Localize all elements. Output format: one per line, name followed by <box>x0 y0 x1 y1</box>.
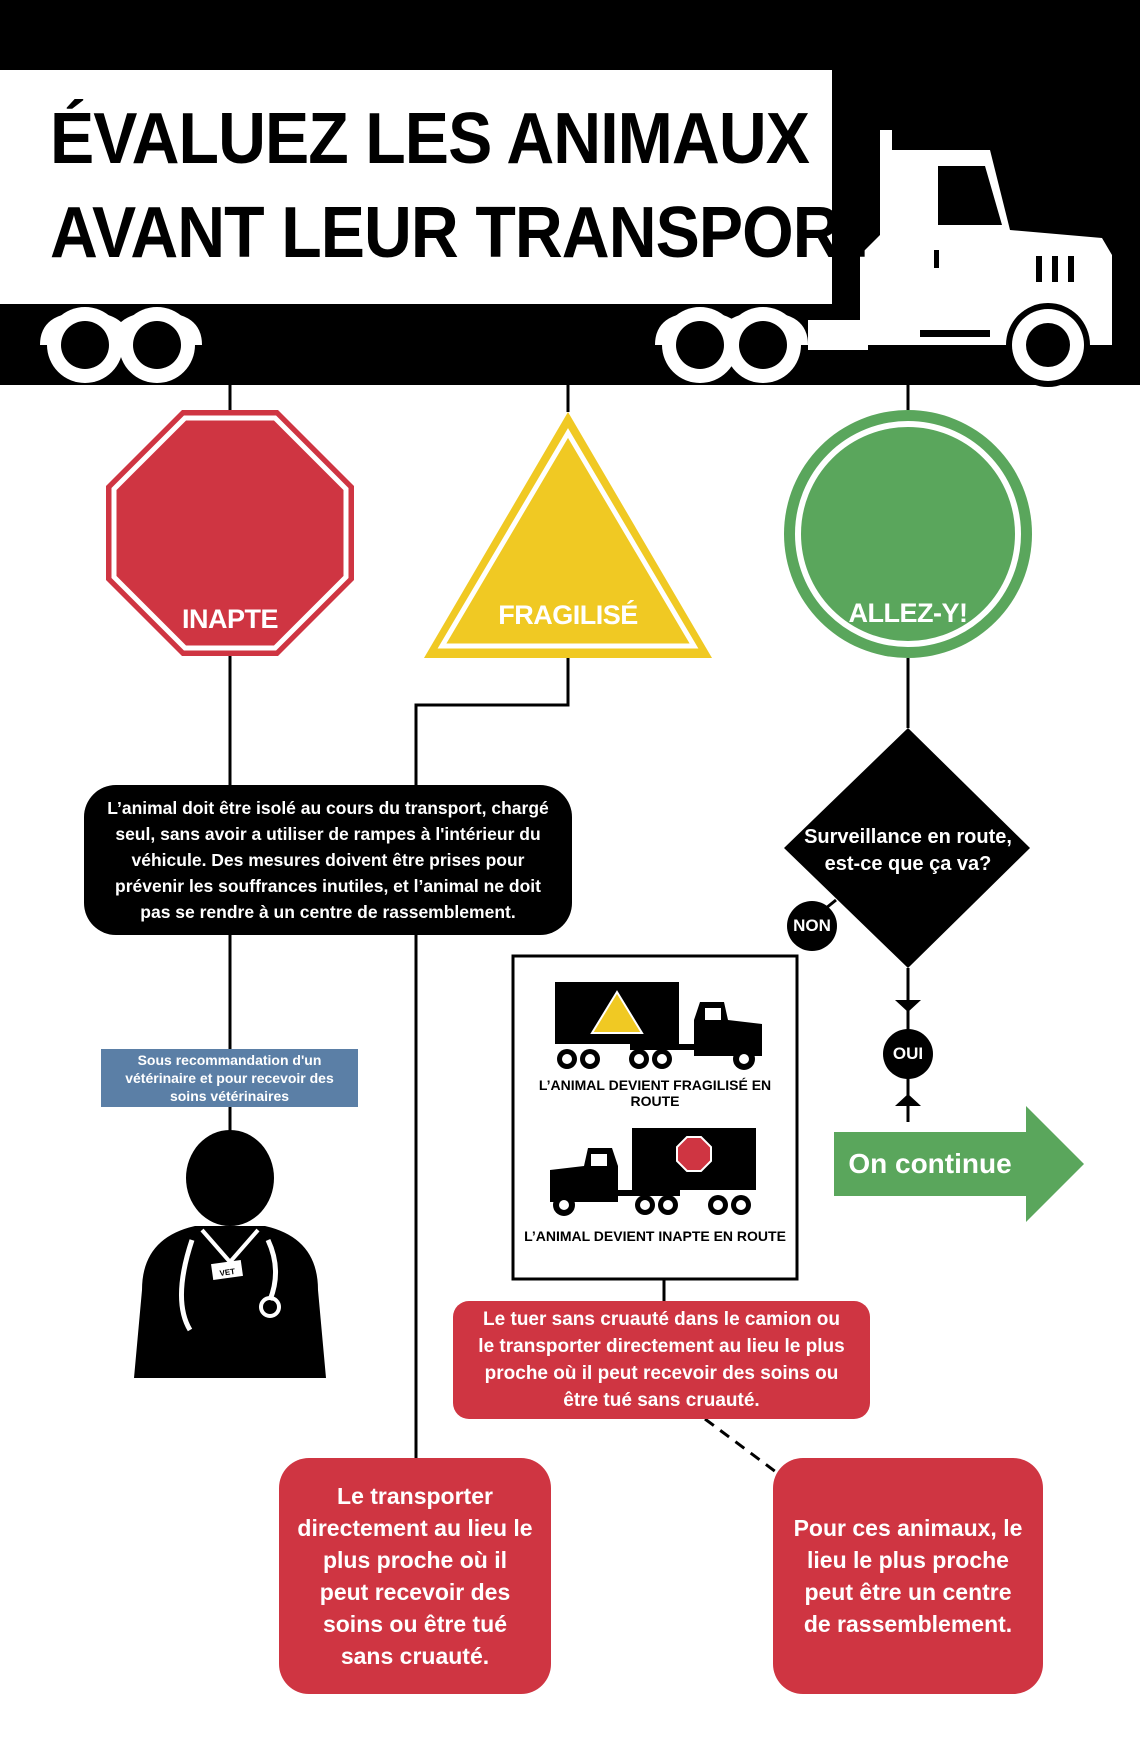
assembly-centre-box: Pour ces animaux, le lieu le plus proche… <box>773 1458 1043 1694</box>
trailer-wheels-left <box>40 307 202 383</box>
continue-label: On continue <box>848 1148 1012 1179</box>
caption-fragile-en-route: L’ANIMAL DEVIENT FRAGILISÉ EN ROUTE <box>538 1077 772 1109</box>
go-circle <box>784 410 1032 658</box>
oui-arrow-bottom <box>895 1094 921 1106</box>
go-sign-label: ALLEZ-Y! <box>848 598 968 628</box>
non-label: NON <box>793 916 831 935</box>
transport-directly-box: Le transporter directement au lieu le pl… <box>279 1458 551 1694</box>
title-line-1: ÉVALUEZ LES ANIMAUX <box>50 99 810 179</box>
stop-sign-label: INAPTE <box>181 604 279 634</box>
veterinarian-icon <box>134 1130 326 1378</box>
oui-label: OUI <box>892 1044 924 1063</box>
isolation-instructions: L’animal doit être isolé au cours du tra… <box>84 785 572 935</box>
non-circle <box>787 901 837 951</box>
vet-badge-text: VET <box>219 1267 236 1278</box>
stop-sign <box>106 410 354 656</box>
warning-sign-label: FRAGILISÉ <box>498 600 638 630</box>
unfit-truck-icon <box>550 1128 756 1216</box>
trailer-wheels-right <box>655 307 808 383</box>
title-line-2: AVANT LEUR TRANSPORT <box>50 193 880 273</box>
decision-question: Surveillance en route, est-ce que ça va? <box>804 826 1012 875</box>
page-title: ÉVALUEZ LES ANIMAUX AVANT LEUR TRANSPORT <box>0 70 880 304</box>
vet-recommendation-note: Sous recommandation d'un vétérinaire et … <box>101 1049 358 1107</box>
oui-arrow-top <box>895 1000 921 1012</box>
oui-circle <box>883 1029 933 1079</box>
fragile-truck-icon <box>555 982 762 1070</box>
truck-cab-icon <box>808 130 1112 387</box>
warning-triangle <box>424 412 712 658</box>
continue-arrow <box>834 1106 1084 1222</box>
decision-diamond <box>784 728 1030 968</box>
caption-unfit-en-route: L’ANIMAL DEVIENT INAPTE EN ROUTE <box>524 1228 786 1244</box>
dashed-connector <box>704 1417 781 1477</box>
kill-or-transport-box: Le tuer sans cruauté dans le camion ou l… <box>453 1301 870 1419</box>
